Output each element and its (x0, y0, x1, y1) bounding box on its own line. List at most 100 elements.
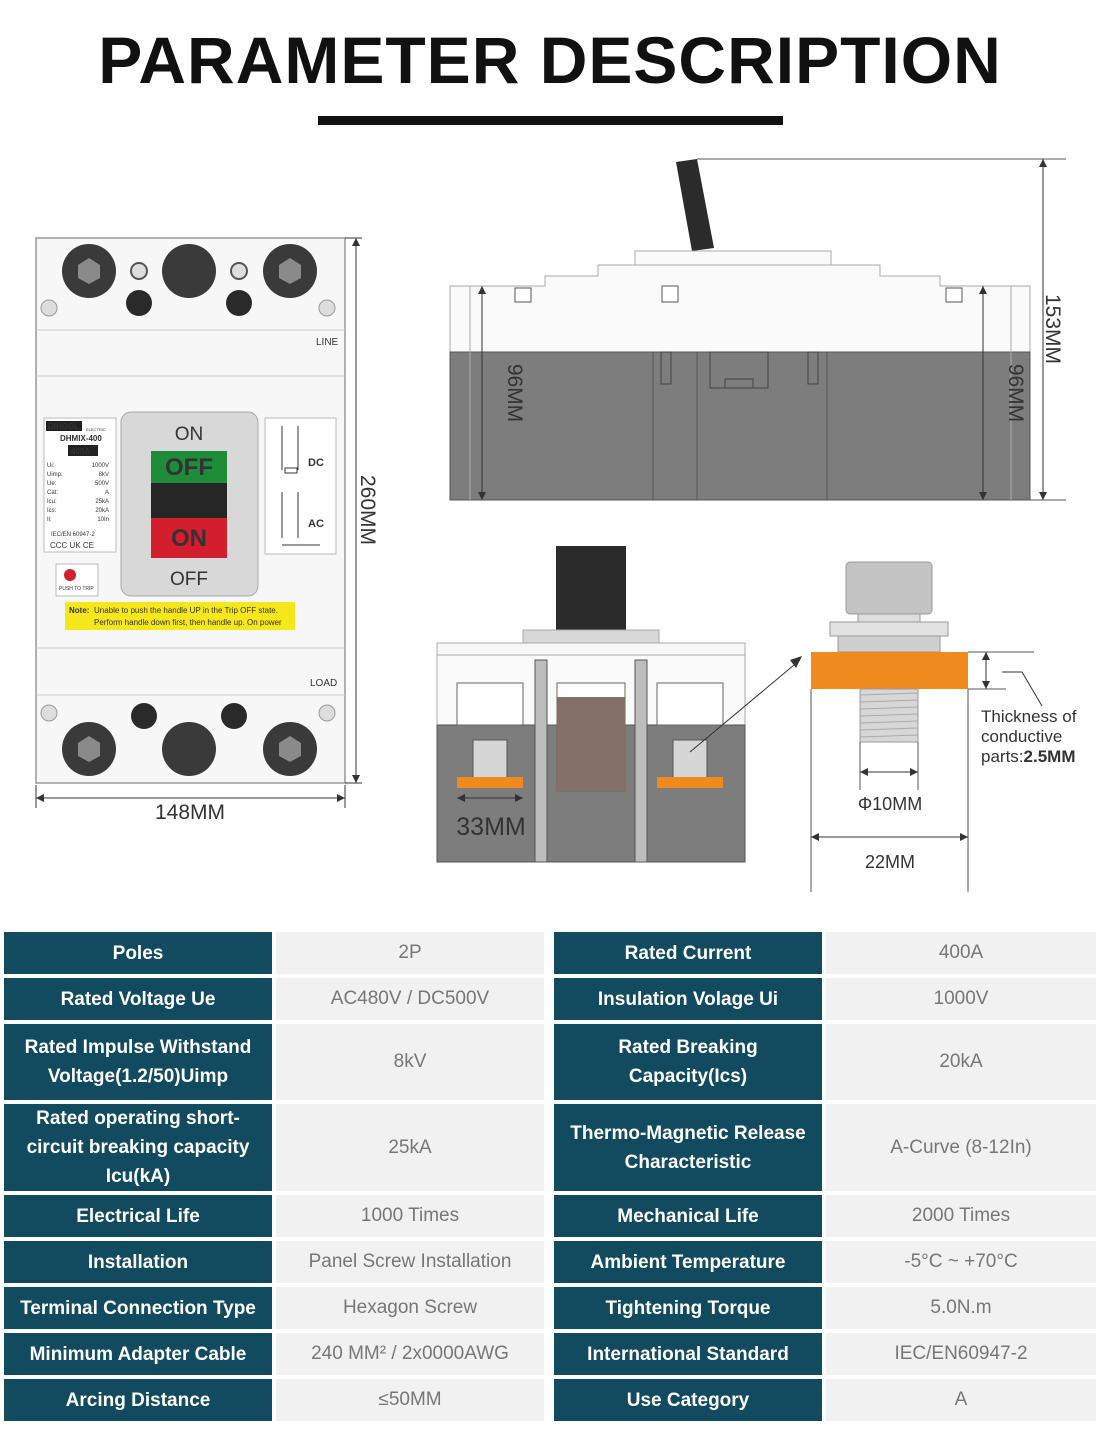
param-label: Minimum Adapter Cable (4, 1333, 272, 1375)
cell-gap (822, 1379, 826, 1421)
param-label: Terminal Connection Type (4, 1287, 272, 1329)
handle-on-indicator (151, 518, 227, 558)
spec-value: A (105, 490, 109, 496)
param-row: Rated operating short-circuit breaking c… (4, 1104, 1096, 1191)
param-value: 400A (826, 932, 1096, 974)
cell-gap (544, 1195, 554, 1237)
param-label: Tightening Torque (554, 1287, 822, 1329)
param-value: Hexagon Screw (276, 1287, 544, 1329)
bolt-diameter-dimension: Φ10MM (858, 794, 922, 814)
param-value: 5.0N.m (826, 1287, 1096, 1329)
cell-gap (544, 978, 554, 1020)
cell-gap (544, 1104, 554, 1191)
rating-label: 400A (71, 447, 90, 456)
param-row: Rated Impulse Withstand Voltage(1.2/50)U… (4, 1024, 1096, 1100)
conductor-plate (457, 777, 523, 788)
terminal-view: 33MM Φ10MM 22MM Thickness (436, 546, 1077, 892)
nameplate (43, 417, 117, 553)
bolt-head-icon (845, 561, 933, 615)
terminal-screw-icon (162, 244, 216, 298)
cell-gap (544, 1024, 554, 1100)
param-value: Panel Screw Installation (276, 1241, 544, 1283)
side-right-dimension: 96MM (1004, 364, 1027, 422)
svg-text:OFF: OFF (170, 569, 208, 590)
plate-width-dimension: 22MM (865, 852, 915, 872)
cell-gap (822, 1195, 826, 1237)
cell-gap (822, 978, 826, 1020)
spec-value: 1000V (92, 463, 109, 469)
front-view: LINE LOAD DIHOOL ELECTRIC DHMIX-400 400A… (35, 237, 379, 824)
cell-gap (272, 1287, 276, 1329)
param-label: Thermo-Magnetic Release Characteristic (554, 1104, 822, 1191)
wiring-diagram (264, 417, 337, 555)
param-label: Rated operating short-circuit breaking c… (4, 1104, 272, 1191)
param-value: -5°C ~ +70°C (826, 1241, 1096, 1283)
spec-key: Icu: (47, 499, 57, 505)
param-value: A-Curve (8-12In) (826, 1104, 1096, 1191)
param-value: A (826, 1379, 1096, 1421)
svg-text:AC: AC (308, 518, 324, 530)
param-value: 8kV (276, 1024, 544, 1100)
cell-gap (272, 932, 276, 974)
param-label: Mechanical Life (554, 1195, 822, 1237)
cell-gap (822, 1024, 826, 1100)
side-total-dimension: 153MM (1041, 294, 1064, 364)
svg-text:DC: DC (308, 457, 324, 469)
param-label: Insulation Volage Ui (554, 978, 822, 1020)
handle-lever (151, 483, 227, 518)
param-value: 2000 Times (826, 1195, 1096, 1237)
spec-key: Ui: (47, 463, 55, 469)
param-label: Rated Voltage Ue (4, 978, 272, 1020)
cell-gap (272, 1379, 276, 1421)
param-label: Rated Impulse Withstand Voltage(1.2/50)U… (4, 1024, 272, 1100)
svg-text:OFF: OFF (165, 454, 213, 481)
param-value: 20kA (826, 1024, 1096, 1100)
cell-gap (272, 1104, 276, 1191)
param-value: 25kA (276, 1104, 544, 1191)
param-label: Poles (4, 932, 272, 974)
param-value: 1000V (826, 978, 1096, 1020)
cell-gap (272, 1333, 276, 1375)
svg-text:Thickness of: Thickness of (981, 707, 1077, 726)
handle-icon (556, 546, 626, 631)
spec-value: 10In (97, 517, 109, 523)
param-label: Use Category (554, 1379, 822, 1421)
cell-gap (822, 932, 826, 974)
cell-gap (272, 978, 276, 1020)
load-label: LOAD (310, 678, 337, 689)
param-label: Installation (4, 1241, 272, 1283)
param-value: 1000 Times (276, 1195, 544, 1237)
param-label: Rated Current (554, 932, 822, 974)
cell-gap (544, 1333, 554, 1375)
spec-value: 25kA (95, 499, 109, 505)
param-label: Electrical Life (4, 1195, 272, 1237)
width-dimension: 148MM (155, 801, 225, 824)
height-dimension: 260MM (356, 475, 379, 545)
conductive-part (811, 652, 968, 689)
cell-gap (822, 1333, 826, 1375)
model-label: DHMIX-400 (60, 434, 102, 443)
param-value: AC480V / DC500V (276, 978, 544, 1020)
cell-gap (822, 1241, 826, 1283)
terminal-screw-icon (162, 722, 216, 776)
spec-key: Uimp: (47, 472, 63, 478)
thickness-label: parts:2.5MM (981, 747, 1076, 766)
param-value: IEC/EN60947-2 (826, 1333, 1096, 1375)
spec-key: Ics: (47, 508, 57, 514)
push-to-trip-button (55, 563, 99, 597)
side-view: 96MM 96MM 153MM (449, 158, 1066, 501)
brand-logo: DIHOOL (48, 422, 79, 431)
svg-text:conductive: conductive (981, 727, 1062, 746)
param-label: International Standard (554, 1333, 822, 1375)
side-left-dimension: 96MM (503, 364, 526, 422)
cell-gap (544, 932, 554, 974)
warning-note (65, 602, 295, 630)
cell-gap (272, 1024, 276, 1100)
